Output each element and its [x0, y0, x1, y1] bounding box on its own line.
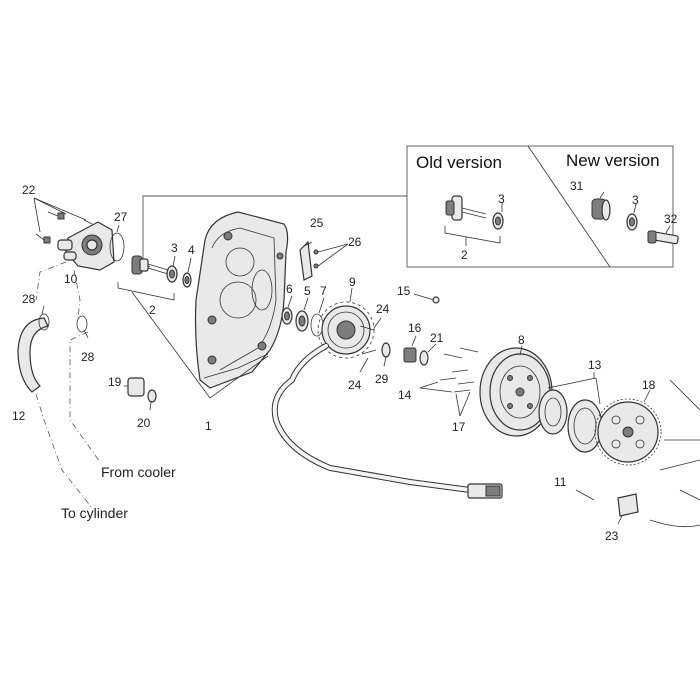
part-number-27: 27: [114, 210, 128, 224]
part-number-29: 29: [375, 372, 389, 386]
stator: [317, 287, 375, 359]
part-number-4: 4: [188, 243, 195, 257]
part-number-28-right: 28: [81, 350, 95, 364]
part-number-3-main: 3: [171, 241, 178, 255]
part-number-28-left: 28: [22, 292, 36, 306]
part-number-15: 15: [397, 284, 411, 298]
part-number-18: 18: [642, 378, 656, 392]
part-number-10: 10: [64, 272, 78, 286]
stator-screws: [359, 317, 391, 373]
part-number-21: 21: [430, 331, 444, 345]
pump-impeller: [117, 255, 192, 301]
freewheel: [538, 372, 603, 453]
crankcase-cover: [131, 211, 289, 399]
water-pump-cover: [57, 221, 115, 271]
part-number-31: 31: [570, 179, 584, 193]
part-number-24-bottom: 24: [348, 378, 362, 392]
part-number-2-old: 2: [461, 248, 468, 262]
part-number-25: 25: [310, 216, 324, 230]
gasket: [109, 224, 125, 262]
part-number-23: 23: [605, 529, 619, 543]
part-number-16: 16: [408, 321, 422, 335]
part-number-22: 22: [22, 183, 36, 197]
part-number-9: 9: [349, 275, 356, 289]
part-number-20: 20: [137, 416, 151, 430]
variant-box: Old version New version: [406, 145, 674, 268]
starter-gear: [594, 389, 662, 466]
screw-and-cap: [575, 489, 639, 525]
oil-seals: [281, 295, 325, 337]
screws: [33, 197, 93, 244]
part-number-13: 13: [588, 358, 602, 372]
flywheel: [479, 345, 553, 437]
part-number-2-main: 2: [149, 303, 156, 317]
flywheel-screws: [419, 347, 479, 417]
old-version-pump-shaft: [444, 195, 504, 246]
routing-lines: [35, 261, 101, 509]
part-number-7: 7: [320, 284, 327, 298]
part-number-32: 32: [664, 212, 678, 226]
part-number-3-new: 3: [632, 193, 639, 207]
nut-washer: [403, 335, 437, 366]
bracket: [299, 240, 349, 281]
pin: [413, 293, 440, 304]
engine-case-outline: [649, 379, 700, 528]
part-number-12: 12: [12, 409, 26, 423]
part-number-1: 1: [205, 419, 212, 433]
part-number-6: 6: [286, 282, 293, 296]
old-version-title: Old version: [416, 153, 502, 172]
part-number-8: 8: [518, 333, 525, 347]
caption-from-cooler: From cooler: [101, 464, 176, 480]
new-version-parts: [591, 191, 679, 245]
part-number-24-top: 24: [376, 302, 390, 316]
part-number-26: 26: [348, 235, 362, 249]
new-version-title: New version: [566, 151, 660, 170]
part-number-11: 11: [554, 475, 567, 489]
part-number-labels: 2 3 31 3 32 22 27 10 2 3 4 25 26 6 5 7 9…: [12, 179, 678, 543]
part-number-19: 19: [108, 375, 122, 389]
caption-to-cylinder: To cylinder: [61, 505, 128, 521]
part-number-14: 14: [398, 388, 412, 402]
part-number-5: 5: [304, 284, 311, 298]
part-number-17: 17: [452, 420, 466, 434]
part-number-3-old: 3: [498, 192, 505, 206]
plug-oring: [124, 377, 157, 411]
coolant-hose: [17, 305, 89, 393]
stator-cable: [271, 343, 503, 499]
